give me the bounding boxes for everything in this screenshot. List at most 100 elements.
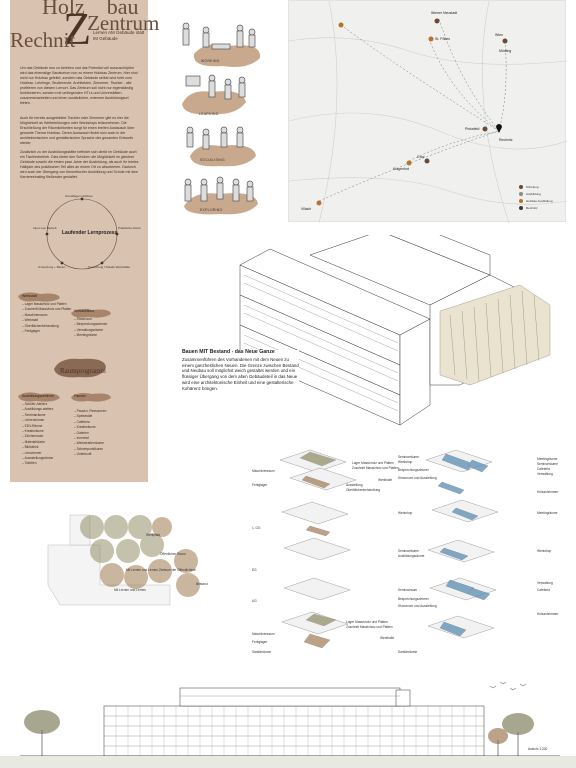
raumprogramm-title: Raumprogramm (60, 367, 106, 375)
list-item: Innenhof (74, 436, 106, 441)
exploded-level-label: EG (252, 568, 257, 572)
list-item: Ausbildungs-ateliers (22, 407, 53, 412)
map-graphic (289, 1, 567, 223)
map-city-label: Pinkafeld (465, 127, 480, 131)
cycle-label-left: Input vom Betrieb (33, 226, 57, 230)
map-city-label: Rechnitz (499, 138, 513, 142)
werkstatt-blob-icon (18, 292, 60, 302)
exploded-right-label: Meetingräume (537, 511, 558, 515)
ausbildung-blob-icon (18, 392, 60, 402)
poster-tagline: Lernen AM Gebäude statt IM Gebäude (93, 30, 145, 41)
list-item: Besprechungszimmer (74, 322, 108, 327)
map-city-label: Klagenfurt (393, 167, 409, 171)
map-city-label: St. Pölten (435, 37, 451, 41)
poster-title-bottom: Rechnit Zentrum (10, 11, 160, 52)
map-legend-item: Ausbildung (526, 192, 541, 196)
exploded-right-label: Werkshop (537, 549, 552, 553)
exploded-right-label: Ausbildungsräume (398, 554, 425, 558)
axonometric-building (239, 235, 551, 426)
verkauf-list: Showroom Besprechungszimmer Verwaltungsr… (74, 317, 108, 339)
list-item: Lernzimmer (22, 451, 53, 456)
list-item: Toiletten (22, 461, 53, 466)
exploded-right-label: Cafeteria (537, 467, 550, 471)
list-item: Fertiglager (22, 329, 71, 334)
list-item: Seminarräume (22, 413, 53, 418)
list-item: Galerien (74, 431, 106, 436)
exploded-axonometry-school (425, 449, 499, 639)
siteplan-label: Bestand (196, 582, 208, 586)
list-item: Oberflächenbehandlung (22, 324, 71, 329)
intro-paragraph-1: Um das Gebäude neu zu beleben und das Po… (20, 66, 138, 105)
exploded-right-label: Besprechungszimmer (398, 597, 429, 601)
intro-paragraph-2: Auch für bereits ausgebildete Tischler o… (20, 116, 135, 145)
cycle-title: Laufender Lernprozess (62, 230, 118, 236)
siteplan-label: Mit Lernen und Lernen Zentrum der Öffent… (126, 568, 196, 572)
exploded-right-label: Meetingräume (537, 457, 558, 461)
list-item: Speisesäle (74, 414, 106, 419)
list-item: EDV-Räume (22, 424, 53, 429)
pausen-list: Pausen- Ressourcen Speisesäle Cafeteria … (74, 409, 107, 458)
exploded-left-label: Werkhalle (378, 478, 393, 482)
list-item: Lager Massivholz und Platten (22, 302, 71, 307)
exploded-left-label: Fertiglager (252, 483, 268, 487)
map-legend-item: Holzbau Ausbildung (526, 199, 553, 203)
exploded-right-label: Showroom und Ausstellung (398, 604, 437, 608)
exploded-right-label: Werkshop (398, 460, 413, 464)
concept-title: Bauen MIT Bestand - das Neue Ganze (182, 349, 275, 355)
activity-label-socialising: SOCIALISING (200, 158, 225, 162)
list-item: Lehrerzimmer (22, 418, 53, 423)
site-plan (47, 514, 200, 606)
list-item: Maschinenraum (22, 313, 71, 318)
exploded-axonometry-workshop (279, 449, 357, 649)
map-city-label: Graz (417, 155, 425, 159)
activity-label-exploring: EXPLORING (200, 208, 223, 212)
verkauf-header: Verkauf/Büro (74, 309, 95, 313)
list-item: Bibliothek (22, 445, 53, 450)
list-item: Verwaltungsräume (74, 328, 108, 333)
list-item: Schüler-Ateliers (22, 402, 53, 407)
exploded-left-label: Maschinenraum (252, 632, 275, 636)
pausen-header: Pausen (74, 394, 86, 398)
siteplan-label: Werkplatz (146, 533, 161, 537)
werkstatt-list: Lager Massivholz und Platten Zuschnitt M… (22, 302, 72, 334)
raumprogramm-blob-icon (54, 358, 106, 378)
exploded-right-label: Werkshop (398, 511, 413, 515)
exploded-right-label: Holzaufzimmer (537, 490, 559, 494)
exploded-right-label: Verwaltung (537, 581, 553, 585)
exploded-left-label: Zuschnitt Massivholz und Platten (346, 625, 393, 629)
activity-pictograms (182, 22, 261, 215)
ausbildung-list: Schüler-Ateliers Ausbildungs-ateliers Se… (22, 402, 53, 467)
cycle-label-bottom-right: Umsetzung / Details Werkstätte (88, 265, 130, 269)
cycle-label-top: Grundlagen Holzbau (65, 194, 93, 198)
location-map: Wiener Neustadt St. Pölten Wien Mödling … (288, 0, 567, 223)
poster-title-z: Z (63, 3, 92, 54)
exploded-right-label: Seminarräume (398, 455, 419, 459)
exploded-right-label: Verwaltung (537, 472, 553, 476)
list-item: Materialräume (22, 440, 53, 445)
exploded-right-label: Seminarraum (398, 588, 418, 592)
siteplan-label: Öffentlicher Raum (160, 552, 186, 556)
list-item: Zuschnitt Massivholz und Platten (22, 307, 72, 312)
exploded-left-label: Maschinenraum (252, 469, 275, 473)
concept-body: Zusammenführen des Vorhandenen mit dem N… (182, 356, 299, 391)
intro-paragraph-3: Zusätzlich zu der Ausbildungsstätte befi… (20, 150, 139, 179)
cycle-label-bottom-left: Umsetzung + Bauen (38, 265, 66, 269)
exploded-left-label: Lager Massivholz und Platten (352, 461, 394, 465)
exploded-right-label: Seminarräume (398, 549, 419, 553)
poster-footer (0, 756, 576, 768)
exploded-right-label: Besprechungszimmer (398, 468, 429, 472)
learning-cycle-diagram (45, 197, 119, 270)
list-item: Werkstatt (22, 318, 71, 323)
list-item: Meetingräume (74, 333, 108, 338)
cycle-label-right: Praktische Arbeit (118, 226, 141, 230)
list-item: Kreativräume (74, 425, 106, 430)
map-city-label: Mödling (499, 49, 512, 53)
exploded-level-label: 1. OG (252, 526, 261, 530)
list-item: Cafeteria (74, 420, 106, 425)
exploded-level-label: UG (252, 599, 257, 603)
elevation-scale-note: Ansicht 1:200 (528, 747, 548, 751)
siteplan-label: Mit Lernen und Lernen (114, 588, 147, 592)
map-legend-item: Rechnitz (526, 206, 538, 210)
map-city-label: Villach (301, 207, 312, 211)
exploded-right-label: Sanitärräume (398, 650, 418, 654)
